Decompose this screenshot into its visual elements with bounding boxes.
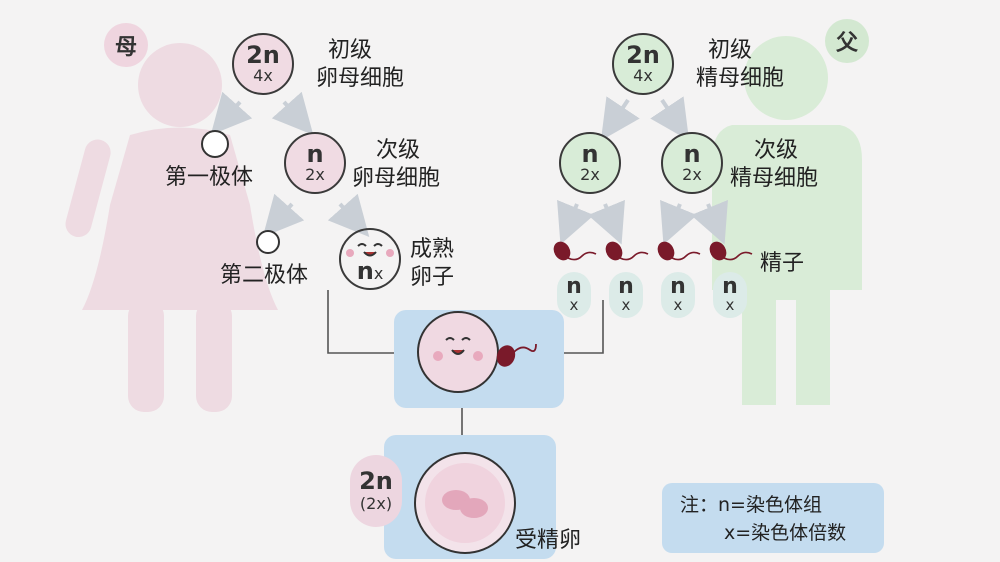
secondary-spermatocyte-cell-1: n 2x bbox=[559, 132, 621, 194]
secondary-spermatocyte-label: 次级 精母细胞 bbox=[730, 137, 818, 193]
sperm-ploidy-1: n x bbox=[557, 272, 591, 318]
chromosome-set-label: 2x bbox=[580, 165, 600, 184]
chromosome-set-label: 2x bbox=[682, 165, 702, 184]
ploidy-label: n bbox=[306, 140, 324, 168]
chromosome-set-label: x bbox=[569, 296, 579, 314]
primary-spermatocyte-label-line1: 初级 bbox=[708, 38, 753, 63]
sperm-ploidy-2: n x bbox=[609, 272, 643, 318]
zygote-ploidy-badge: 2n (2x) bbox=[350, 455, 402, 527]
chromosome-set-label: x bbox=[621, 296, 631, 314]
ploidy-label: 2n bbox=[626, 41, 660, 69]
primary-spermatocyte-label-line2: 精母细胞 bbox=[696, 66, 785, 91]
ploidy-label: n bbox=[566, 274, 582, 299]
primary-oocyte-label-line1: 初级 bbox=[328, 38, 373, 63]
note-line-2: x=染色体倍数 bbox=[724, 522, 847, 544]
sperm-4 bbox=[709, 241, 753, 261]
chromosome-set-label: 4x bbox=[253, 66, 273, 85]
second-polar-body-label: 第二极体 bbox=[220, 263, 309, 288]
first-polar-body bbox=[201, 130, 229, 158]
secondary-oocyte-label-line1: 次级 bbox=[376, 138, 421, 163]
chromosome-set-label: x bbox=[725, 296, 735, 314]
father-badge: 父 bbox=[825, 19, 869, 63]
secondary-oocyte-label: 次级 卵母细胞 bbox=[352, 137, 440, 193]
chromosome-set-label: x bbox=[673, 296, 683, 314]
primary-oocyte-label-line2: 卵母细胞 bbox=[316, 66, 405, 91]
ploidy-label: 2n bbox=[359, 467, 393, 495]
chromosome-set-label: 2x bbox=[305, 165, 325, 184]
secondary-spermatocyte-label-line2: 精母细胞 bbox=[730, 166, 819, 191]
connector-lines bbox=[327, 290, 604, 435]
chromosome-set-label: (2x) bbox=[359, 494, 393, 513]
note-line-1: 注：n=染色体组 bbox=[680, 494, 822, 516]
sperm-ploidy-3: n x bbox=[661, 272, 695, 318]
secondary-oocyte-label-line2: 卵母细胞 bbox=[352, 166, 441, 191]
mother-badge: 母 bbox=[104, 23, 148, 67]
fertilizing-sperm bbox=[496, 343, 537, 367]
fertilizing-egg bbox=[417, 311, 499, 393]
sperm-row bbox=[553, 241, 753, 261]
sperm-label: 精子 bbox=[760, 251, 805, 276]
notation-note: 注：n=染色体组 x=染色体倍数 bbox=[662, 483, 884, 553]
second-polar-body bbox=[256, 230, 280, 254]
chromosome-set-label: x bbox=[373, 264, 384, 283]
sperm-1 bbox=[553, 241, 597, 261]
secondary-spermatocyte-label-line1: 次级 bbox=[754, 138, 799, 163]
primary-oocyte-cell: 2n 4x bbox=[232, 33, 294, 95]
male-silhouette bbox=[712, 36, 862, 405]
division-arrows bbox=[210, 91, 728, 245]
sperm-3 bbox=[657, 241, 701, 261]
primary-spermatocyte-label: 初级 精母细胞 bbox=[696, 37, 784, 93]
secondary-oocyte-cell: n 2x bbox=[284, 132, 346, 194]
sperm-2 bbox=[605, 241, 649, 261]
female-silhouette bbox=[65, 43, 278, 412]
first-polar-body-label: 第一极体 bbox=[165, 165, 254, 190]
ploidy-label: n bbox=[670, 274, 686, 299]
ploidy-label: n bbox=[683, 140, 701, 168]
secondary-spermatocyte-cell-2: n 2x bbox=[661, 132, 723, 194]
sperm-ploidy-4: n x bbox=[713, 272, 747, 318]
ploidy-label: n bbox=[581, 140, 599, 168]
mature-egg-label: 成熟 卵子 bbox=[410, 236, 454, 292]
primary-oocyte-label: 初级 卵母细胞 bbox=[316, 37, 404, 93]
ploidy-label: n bbox=[356, 257, 374, 285]
ploidy-label: 2n bbox=[246, 41, 280, 69]
ploidy-label: n bbox=[618, 274, 634, 299]
zygote-cell bbox=[414, 452, 516, 554]
mature-egg-label-line1: 成熟 bbox=[410, 237, 455, 262]
mature-egg-label-line2: 卵子 bbox=[410, 265, 455, 290]
chromosome-set-label: 4x bbox=[633, 66, 653, 85]
mature-egg-cell: nx bbox=[339, 228, 401, 290]
ploidy-label: n bbox=[722, 274, 738, 299]
zygote-label: 受精卵 bbox=[515, 528, 582, 553]
primary-spermatocyte-cell: 2n 4x bbox=[612, 33, 674, 95]
